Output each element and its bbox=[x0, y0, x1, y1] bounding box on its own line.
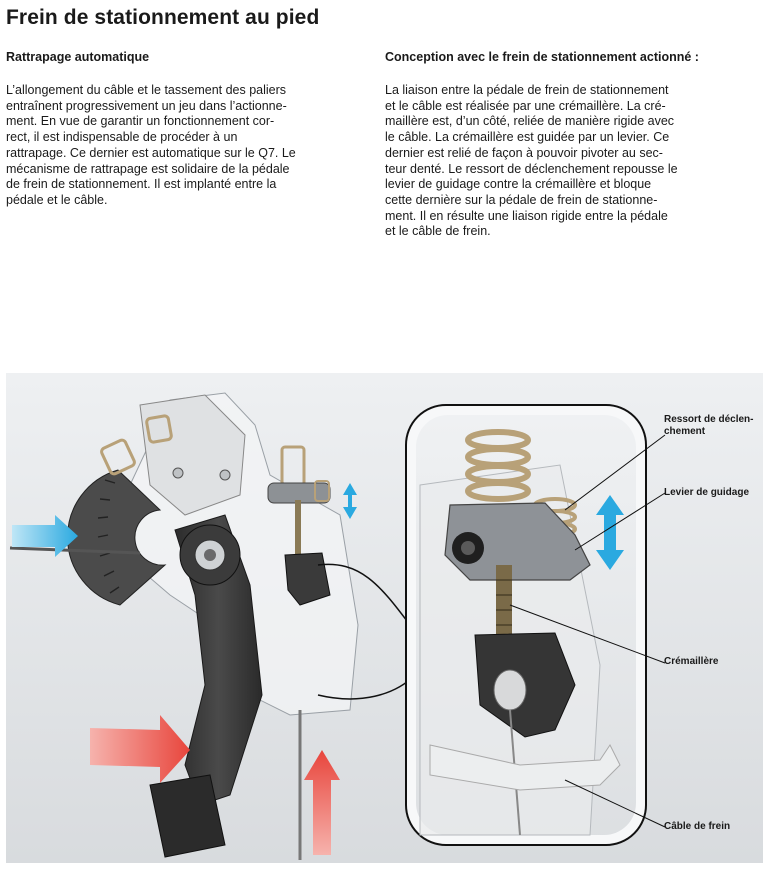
pedal-foot-pad bbox=[149, 774, 226, 858]
pivot-bolt bbox=[219, 469, 231, 481]
leader-cable bbox=[564, 779, 666, 828]
mechanism-drawing bbox=[6, 373, 763, 863]
label-release-spring: Ressort de déclen- chement bbox=[664, 414, 754, 437]
red-arrow-cable bbox=[304, 750, 340, 855]
blue-arrow-left bbox=[12, 515, 78, 557]
small-rack bbox=[295, 500, 301, 570]
leader-lever bbox=[574, 492, 666, 551]
cable-eye bbox=[493, 669, 527, 711]
toothed-sector bbox=[67, 469, 167, 606]
leader-spring bbox=[564, 434, 666, 511]
detail-connector bbox=[317, 563, 411, 626]
right-column: Conception avec le frein de stationnemen… bbox=[385, 49, 730, 240]
bracket-bottom-plate bbox=[429, 744, 621, 791]
left-heading: Rattrapage automatique bbox=[6, 50, 150, 64]
blue-double-arrow-large bbox=[596, 495, 624, 570]
page-title: Frein de stationnement au pied bbox=[6, 6, 320, 29]
upper-plate bbox=[139, 394, 246, 516]
parking-brake-illustration: Ressort de déclen- chement Levier de gui… bbox=[0, 365, 768, 865]
sector-teeth bbox=[97, 479, 120, 594]
right-paragraph: La liaison entre la pédale de frein de s… bbox=[385, 83, 678, 239]
left-column: Rattrapage automatique L’allongement du … bbox=[6, 49, 351, 209]
release-cable bbox=[9, 546, 141, 555]
label-rack: Crémaillère bbox=[664, 656, 719, 667]
label-guide-lever: Levier de guidage bbox=[664, 487, 750, 498]
return-spring-left bbox=[100, 438, 136, 476]
right-heading: Conception avec le frein de stationnemen… bbox=[385, 50, 699, 64]
left-paragraph: L’allongement du câble et le tassement d… bbox=[6, 83, 296, 207]
return-spring-top bbox=[145, 414, 173, 444]
large-spring bbox=[465, 429, 531, 502]
label-brake-cable: Câble de frein bbox=[664, 821, 731, 832]
blue-double-arrow-small bbox=[343, 483, 357, 519]
red-arrow-pedal bbox=[90, 715, 190, 783]
guide-lever bbox=[444, 502, 591, 581]
small-rack-block bbox=[284, 552, 331, 606]
leader-rack bbox=[509, 604, 666, 664]
